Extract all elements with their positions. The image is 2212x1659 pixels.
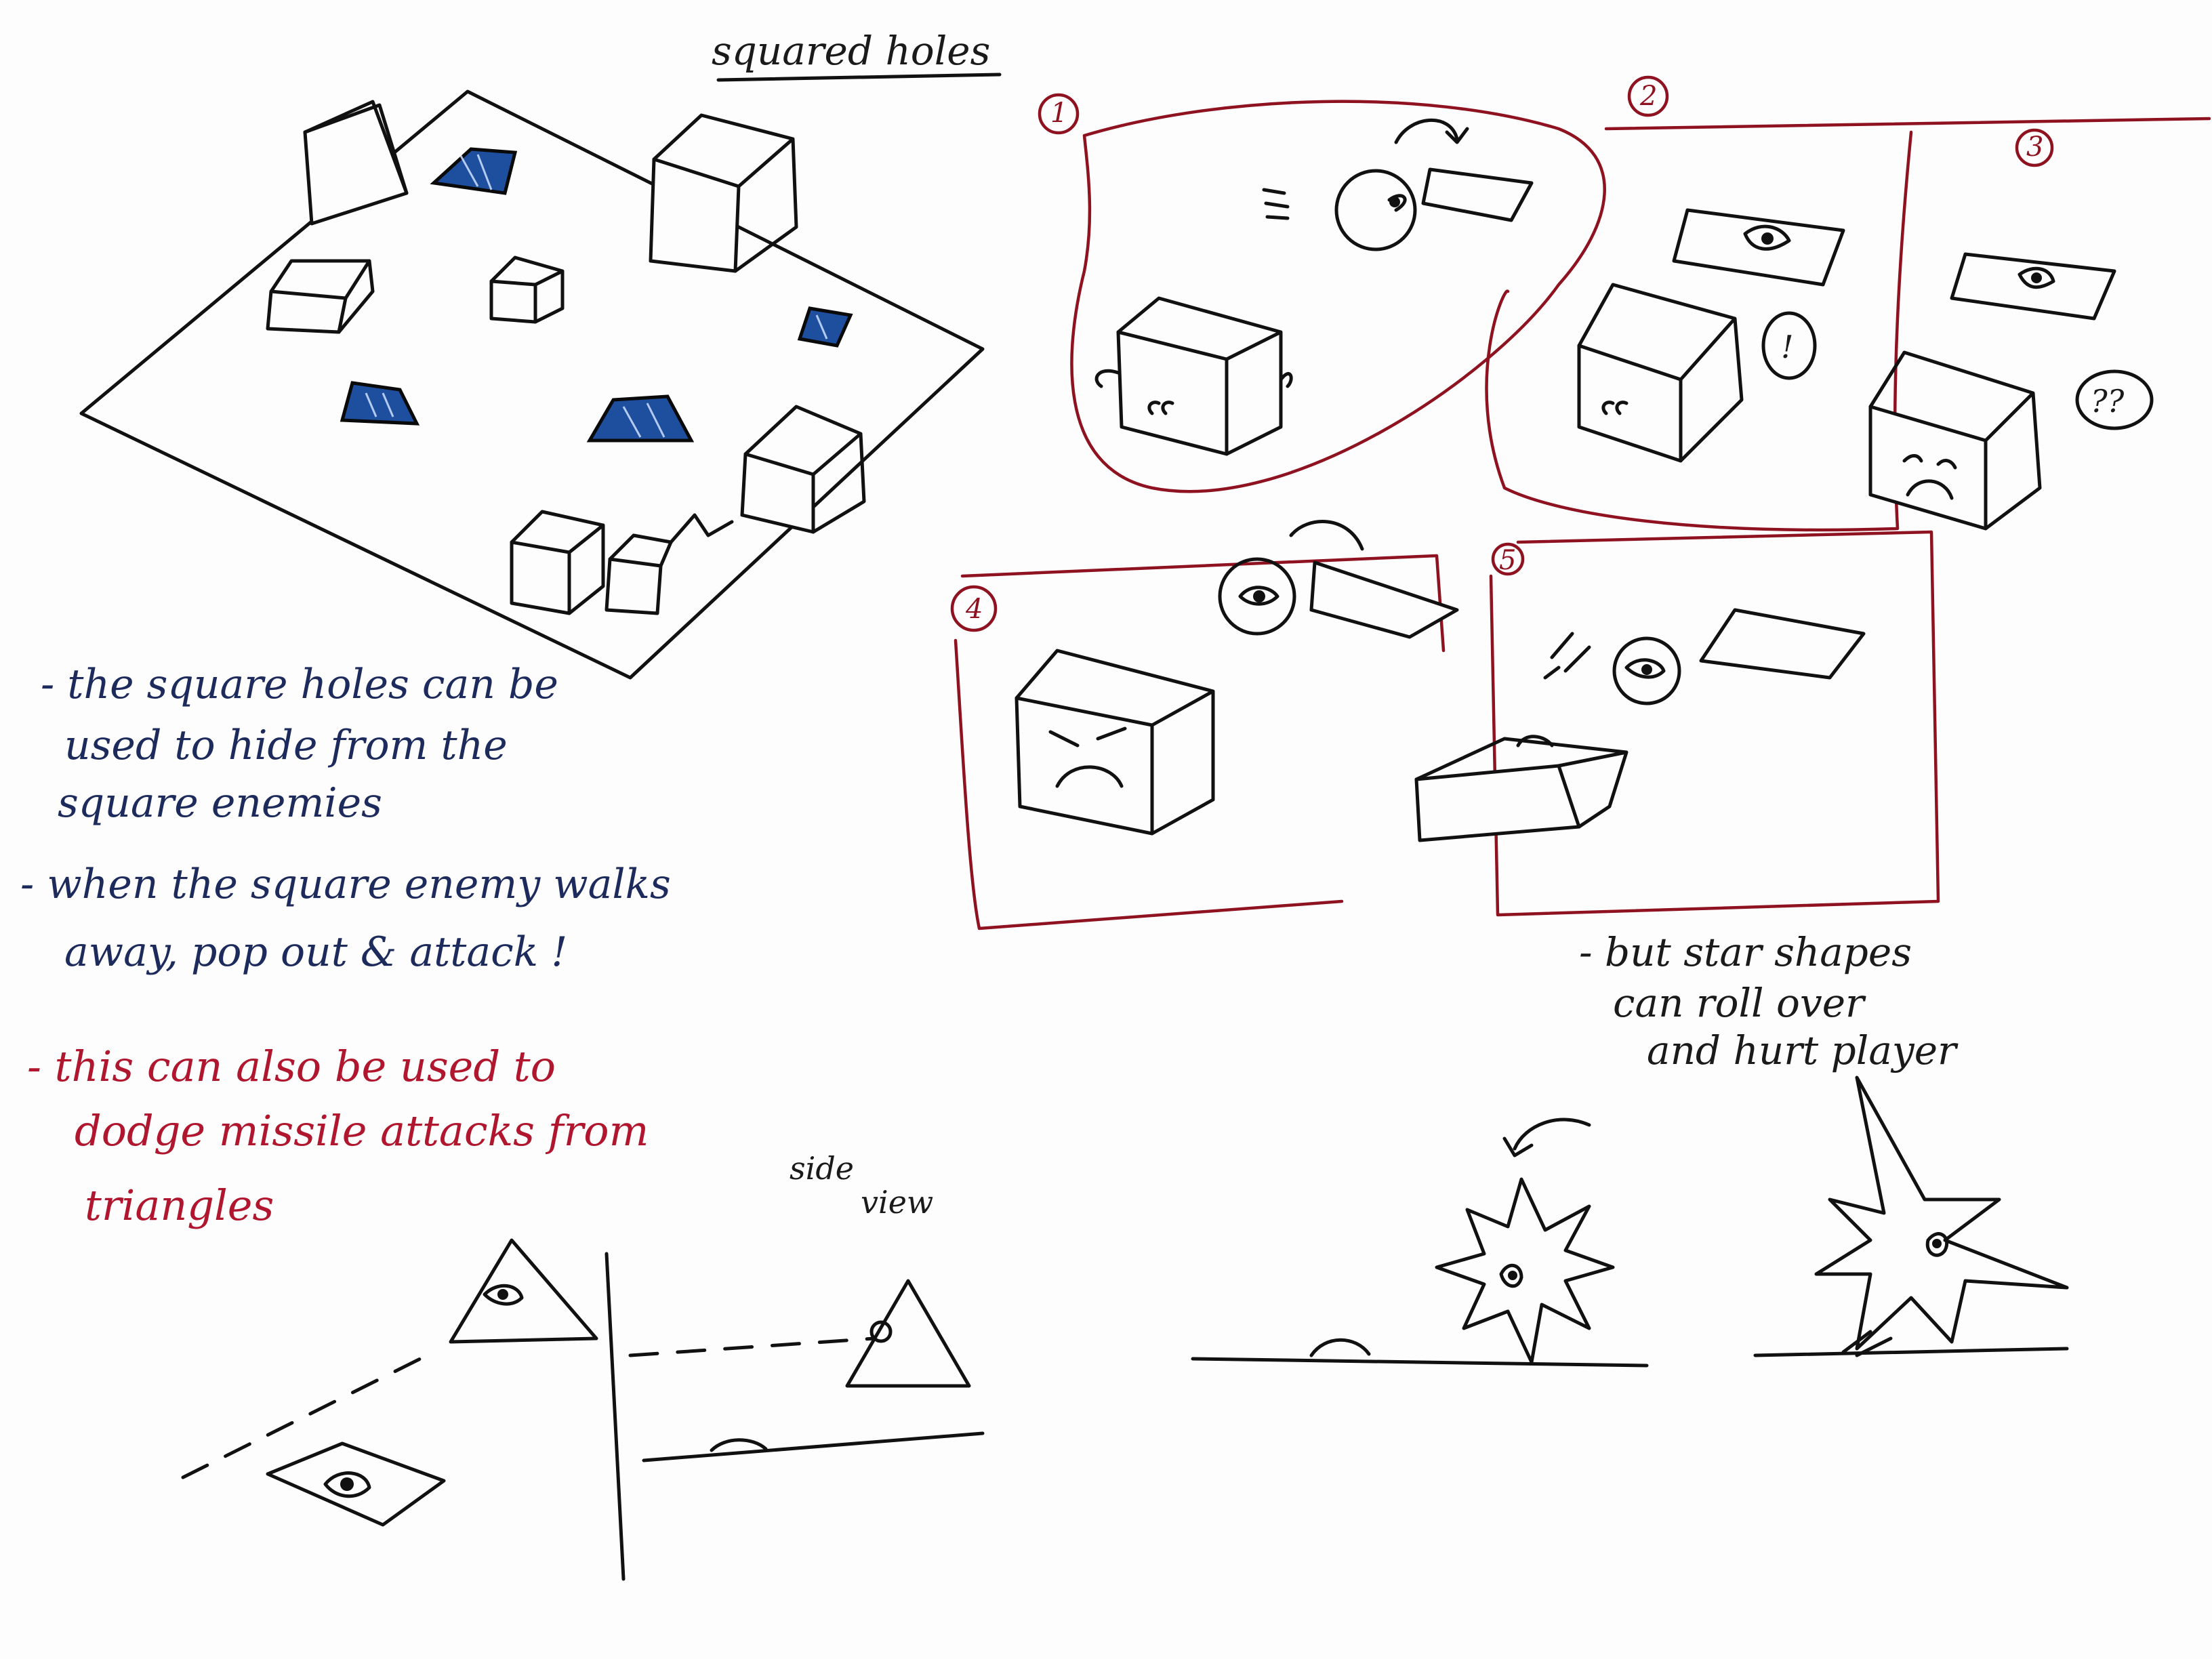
- panel-3: 3 ??: [1870, 130, 2152, 529]
- roll-arrow-icon: [1515, 1120, 1589, 1149]
- panel-border: [1491, 532, 1938, 915]
- square-enemy-angry: [1017, 651, 1213, 834]
- eye-circle-enemy: [1264, 171, 1415, 249]
- panel-number: 3: [2026, 131, 2043, 163]
- note-line: can roll over: [1613, 980, 1866, 1026]
- side-view-label: side: [790, 1150, 854, 1187]
- floor-cube: [742, 407, 864, 532]
- missile-path: [630, 1338, 874, 1355]
- floor-edge-break: [671, 515, 732, 542]
- hole-bump: [712, 1440, 766, 1450]
- eye-circle-enemy: [1220, 559, 1294, 634]
- notes-left: - the square holes can be used to hide f…: [20, 661, 671, 1230]
- floor-hole: [590, 396, 691, 441]
- floor-cube: [491, 258, 562, 322]
- ground-line: [644, 1433, 983, 1460]
- hole-bump: [1311, 1340, 1369, 1355]
- floor-hole: [434, 149, 515, 193]
- note-line: - the square holes can be: [41, 661, 558, 708]
- speech-bubble: !: [1763, 313, 1815, 378]
- note-line: - this can also be used to: [27, 1042, 556, 1091]
- star-enemy: [1437, 1179, 1613, 1362]
- isometric-floor: [81, 91, 983, 678]
- hole-outline: [1423, 169, 1532, 220]
- jump-arrow-icon: [1291, 522, 1362, 549]
- hole-with-eye: [268, 1443, 444, 1525]
- panel-number: 2: [1639, 81, 1657, 112]
- square-enemy: [1097, 298, 1291, 454]
- panel-number: 1: [1050, 98, 1067, 129]
- side-view-label: view: [861, 1184, 933, 1221]
- triangle-enemy: [847, 1281, 969, 1386]
- ground-line: [1755, 1349, 2067, 1355]
- note-line: - but star shapes: [1579, 929, 1912, 975]
- eye-circle-enemy: [1614, 638, 1679, 703]
- floor-hole: [342, 383, 417, 424]
- notes-right: - but star shapes can roll over and hurt…: [1579, 929, 1959, 1073]
- note-line: - when the square enemy walks: [20, 861, 671, 908]
- note-line: triangles: [85, 1181, 274, 1230]
- floor-cube: [305, 102, 407, 224]
- floor-cube: [268, 261, 373, 332]
- hole-outline: [1311, 562, 1457, 637]
- page-title: squared holes: [712, 28, 990, 74]
- hole-outline: [1701, 610, 1864, 678]
- note-line: dodge missile attacks from: [75, 1106, 649, 1155]
- impact-lines: [1545, 634, 1589, 678]
- side-view-sketch: side view: [183, 1150, 983, 1579]
- note-line: away, pop out & attack !: [64, 928, 567, 976]
- square-enemy: [1579, 285, 1742, 461]
- floor-hole: [800, 308, 851, 346]
- panel-5: 5: [1416, 532, 1938, 915]
- star-sketch: [1193, 1078, 2067, 1366]
- triangle-enemy: [451, 1240, 596, 1342]
- panel-4: 4: [952, 522, 1457, 928]
- panel-number: 4: [965, 594, 983, 625]
- title-underline: [718, 75, 1000, 80]
- svg-text:??: ??: [2091, 383, 2125, 419]
- floor-cube: [651, 115, 796, 271]
- wall-line: [607, 1254, 623, 1579]
- note-line: square enemies: [58, 779, 382, 827]
- star-enemy: [1816, 1078, 2067, 1355]
- floor-cube: [512, 512, 603, 613]
- panel-border: [1487, 119, 2209, 530]
- floor-cube: [607, 535, 671, 613]
- panel-1: 1: [1040, 95, 1605, 491]
- note-line: and hurt player: [1647, 1027, 1959, 1073]
- ground-line: [1193, 1359, 1647, 1366]
- note-line: used to hide from the: [64, 722, 508, 769]
- svg-text:!: !: [1781, 329, 1794, 365]
- square-enemy-flattened: [1416, 737, 1626, 840]
- speech-bubble: ??: [2077, 371, 2152, 428]
